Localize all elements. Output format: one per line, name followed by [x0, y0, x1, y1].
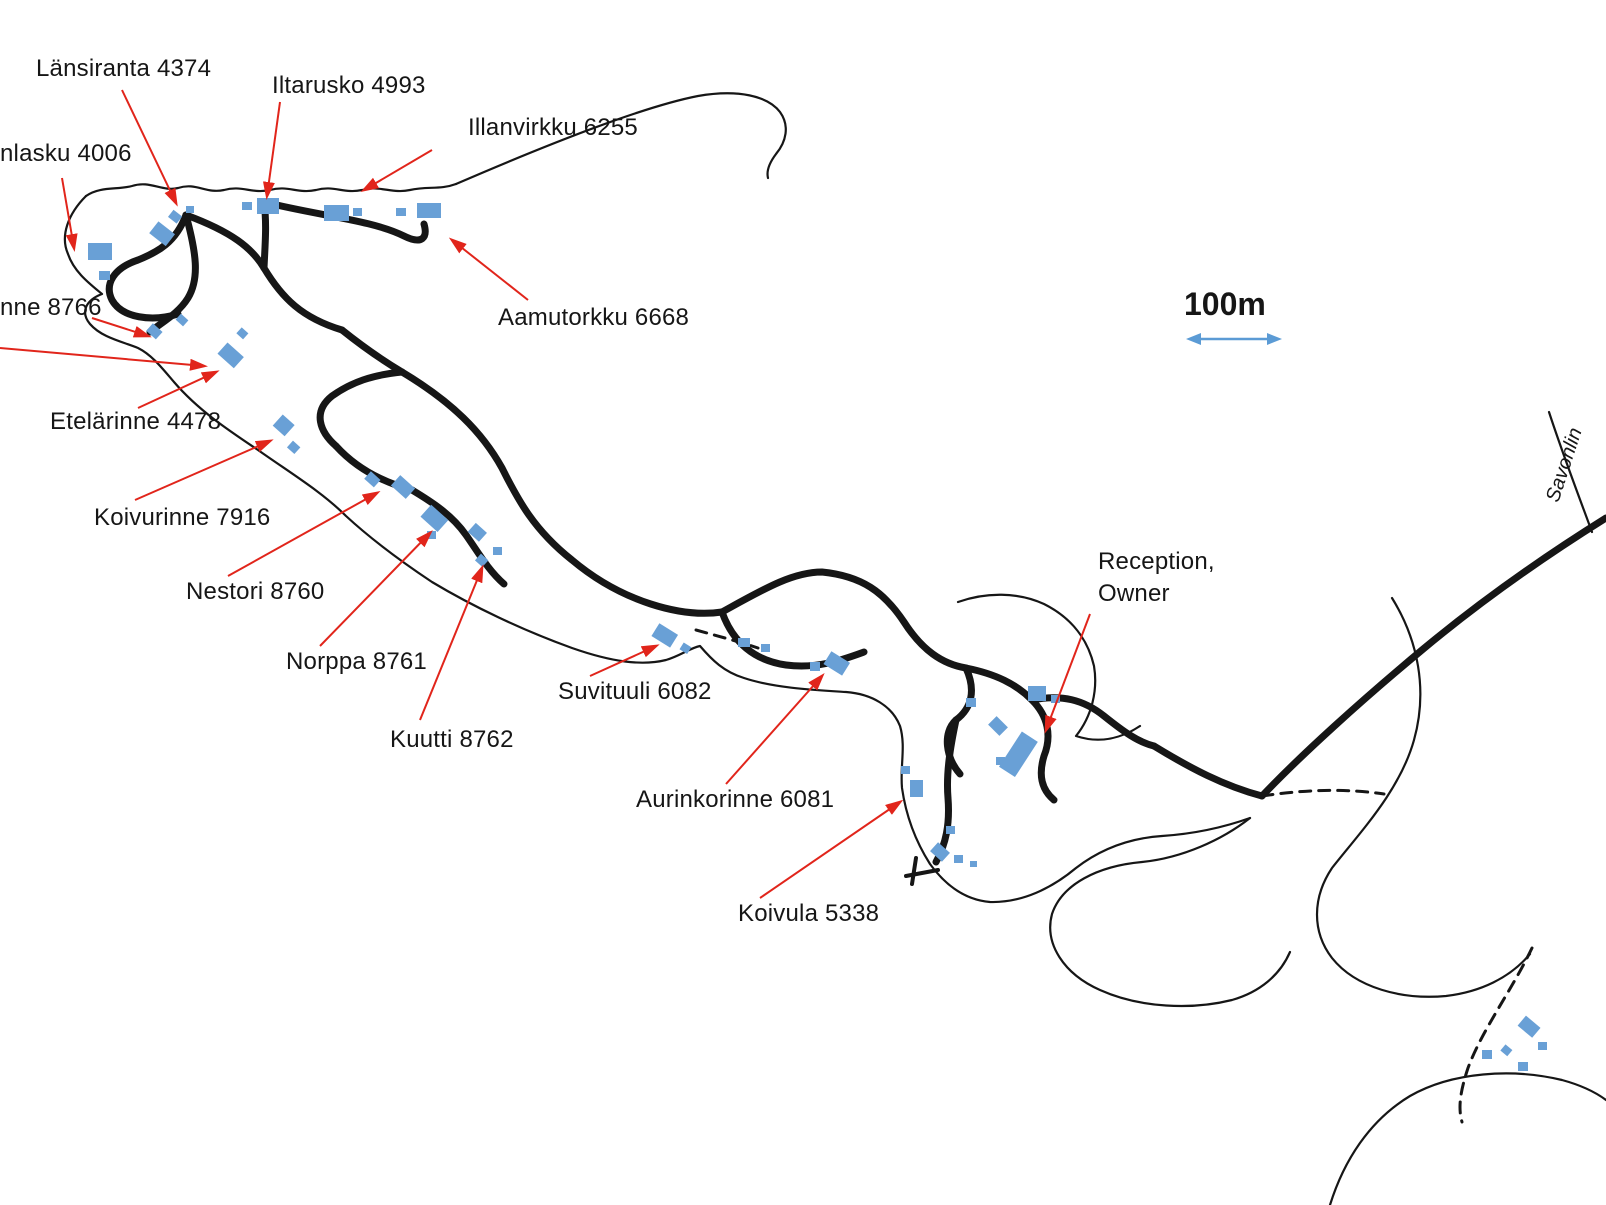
building-marker	[242, 202, 252, 210]
building-marker	[99, 271, 110, 280]
building-marker	[996, 757, 1005, 765]
building-marker	[999, 731, 1038, 778]
arrow-suvituuli	[589, 644, 660, 677]
map-label-suvituuli: Suvituuli 6082	[558, 678, 712, 705]
scale-arrow-icon	[1186, 333, 1282, 345]
building-marker	[946, 826, 955, 834]
map-label-rinne: nne 8766	[0, 294, 102, 321]
building-marker	[810, 662, 820, 671]
building-marker	[167, 209, 183, 224]
building-marker	[966, 698, 976, 707]
map-label-nestori: Nestori 8760	[186, 578, 325, 605]
building-marker	[236, 327, 249, 340]
map-label-aamutorkku: Aamutorkku 6668	[498, 304, 690, 331]
building-marker	[493, 547, 502, 555]
building-marker	[257, 198, 279, 214]
building-marker	[823, 651, 851, 676]
map-label-etelarinne: Etelärinne 4478	[50, 408, 222, 435]
arrow-lansiranta	[121, 89, 178, 207]
arrow-koivurinne	[134, 439, 274, 501]
arrow-aamutorkku	[448, 237, 529, 301]
map-label-lansiranta: Länsiranta 4374	[36, 55, 212, 82]
arrow-left-edge	[0, 347, 208, 371]
building-marker	[186, 206, 194, 213]
building-marker	[651, 623, 679, 648]
building-marker	[1482, 1050, 1492, 1059]
arrow-aurinkorinne	[725, 673, 825, 785]
building-marker	[217, 342, 244, 369]
building-marker	[1500, 1044, 1513, 1057]
map-label-illanvirkku: Illanvirkku 6255	[468, 114, 638, 141]
arrow-iltarusko	[262, 101, 281, 200]
building-marker	[1517, 1015, 1541, 1038]
building-marker	[1028, 686, 1046, 701]
arrow-illanvirkku	[360, 149, 433, 193]
arrow-reception	[1044, 613, 1091, 734]
map-label-koivurinne: Koivurinne 7916	[94, 504, 271, 531]
building-marker	[1051, 695, 1060, 703]
map-label-aurinkorinne: Aurinkorinne 6081	[636, 786, 835, 813]
building-marker	[88, 243, 112, 260]
building-marker	[930, 842, 950, 862]
map-label-iltarusko: Iltarusko 4993	[272, 72, 426, 99]
building-marker	[970, 861, 977, 867]
building-marker	[467, 522, 487, 542]
building-marker	[420, 504, 449, 532]
scale-label: 100m	[1184, 286, 1266, 322]
building-marker	[286, 440, 301, 455]
map-label-kuutti: Kuutti 8762	[390, 726, 514, 753]
building-marker	[988, 716, 1008, 736]
building-marker	[417, 203, 441, 218]
building-marker	[679, 642, 692, 655]
building-marker	[364, 471, 381, 488]
building-marker	[474, 553, 489, 568]
shoreline-paths	[63, 92, 1606, 1205]
arrow-nestori	[227, 491, 381, 577]
arrow-auringonlasku	[61, 177, 78, 252]
arrow-kuutti	[419, 564, 484, 721]
arrow-norppa	[319, 530, 433, 647]
building-marker	[1538, 1042, 1547, 1050]
map-label-norppa: Norppa 8761	[286, 648, 427, 675]
arrow-koivula	[759, 799, 904, 899]
building-marker	[324, 205, 349, 221]
pointer-arrows	[0, 89, 1091, 899]
building-marker	[149, 221, 175, 247]
building-marker	[901, 766, 910, 774]
arrow-rinne	[91, 317, 152, 338]
building-marker	[1518, 1062, 1528, 1071]
building-marker	[910, 780, 923, 797]
arrow-etelarinne	[137, 370, 220, 409]
map-label-auringonlasku: nlasku 4006	[0, 140, 132, 167]
building-markers	[88, 198, 1547, 1071]
building-marker	[761, 644, 770, 652]
building-marker	[738, 638, 750, 647]
building-marker	[175, 313, 189, 327]
building-marker	[353, 208, 362, 216]
building-marker	[390, 475, 416, 499]
building-marker	[954, 855, 963, 863]
building-marker	[396, 208, 406, 216]
map-label-reception: Reception, Owner	[1098, 548, 1215, 607]
building-marker	[272, 414, 295, 437]
map-label-koivula: Koivula 5338	[738, 900, 880, 927]
